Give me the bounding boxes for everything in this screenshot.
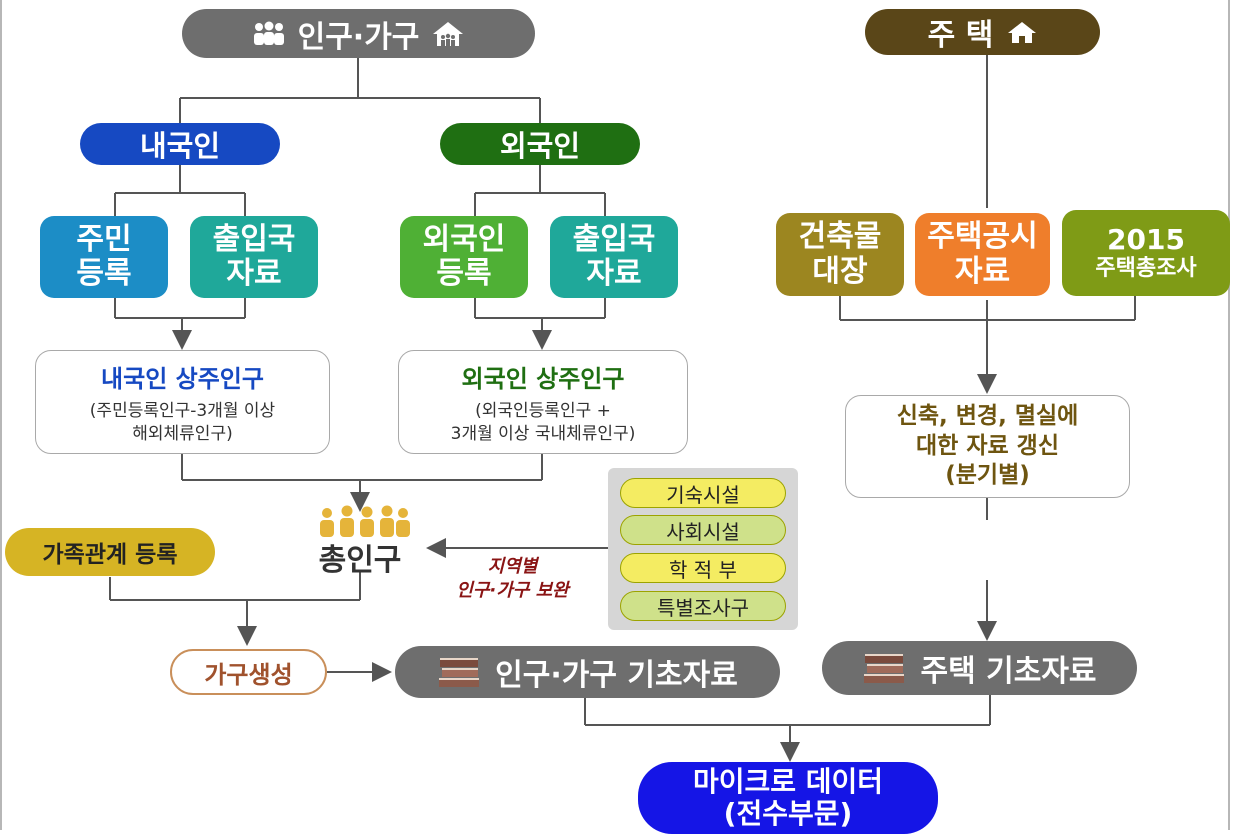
domestic-resident-title: 내국인 상주인구 xyxy=(101,365,264,394)
people-icon xyxy=(252,21,286,47)
housing-census-2015-box: 2015 주택총조사 xyxy=(1062,210,1230,296)
census-label: 주택총조사 xyxy=(1095,256,1197,282)
dormitory-item: 기숙시설 xyxy=(620,478,786,508)
foreign-resident-population: 외국인 상주인구 (외국인등록인구 + 3개월 이상 국내체류인구) xyxy=(398,350,688,454)
total-population: 총인구 xyxy=(295,505,425,578)
family-registration: 가족관계 등록 xyxy=(5,528,215,576)
books-icon xyxy=(437,654,481,690)
family-registration-text: 가족관계 등록 xyxy=(42,542,178,568)
domestic-resident-desc: (주민등록인구-3개월 이상 해외체류인구) xyxy=(89,401,276,444)
foreign-resident-title: 외국인 상주인구 xyxy=(461,365,625,394)
household-generation: 가구생성 xyxy=(170,649,327,695)
building-register-box: 건축물 대장 xyxy=(776,213,904,296)
foreign-immigration-data-box: 출입국 자료 xyxy=(550,216,678,298)
microdata-text: 마이크로 데이터 (전수부문) xyxy=(692,764,884,830)
census-year: 2015 xyxy=(1107,223,1185,257)
housing-disclosure-box: 주택공시 자료 xyxy=(915,213,1050,296)
total-population-text: 총인구 xyxy=(318,543,402,578)
crowd-icon xyxy=(307,505,417,537)
social-facility-item: 사회시설 xyxy=(620,515,786,545)
housing-basic-text: 주택 기초자료 xyxy=(920,654,1097,689)
housing-update-note: 신축, 변경, 멸실에 대한 자료 갱신 (분기별) xyxy=(845,395,1130,498)
domestic-label-text: 내국인 xyxy=(139,129,221,163)
foreign-label-text: 외국인 xyxy=(499,129,581,163)
housing-basic-data: 주택 기초자료 xyxy=(822,641,1137,695)
regional-supplement-note: 지역별 인구·가구 보완 xyxy=(456,556,569,602)
special-survey-item: 특별조사구 xyxy=(620,591,786,621)
population-basic-text: 인구·가구 기초자료 xyxy=(495,658,738,693)
population-header-label: 인구·가구 xyxy=(297,19,420,55)
domestic-resident-population: 내국인 상주인구 (주민등록인구-3개월 이상 해외체류인구) xyxy=(35,350,330,454)
population-household-header: 인구·가구 xyxy=(182,9,535,58)
foreign-resident-desc: (외국인등록인구 + 3개월 이상 국내체류인구) xyxy=(450,401,636,444)
house-icon xyxy=(1007,20,1037,44)
housing-header: 주 택 xyxy=(865,9,1100,55)
housing-update-text: 신축, 변경, 멸실에 대한 자료 갱신 (분기별) xyxy=(896,402,1079,489)
foreign-label: 외국인 xyxy=(440,123,640,165)
books-icon-housing xyxy=(862,650,906,686)
house-group-icon xyxy=(431,20,465,48)
microdata: 마이크로 데이터 (전수부문) xyxy=(638,762,938,834)
household-generation-text: 가구생성 xyxy=(204,660,293,689)
immigration-data-box: 출입국 자료 xyxy=(190,216,318,298)
resident-registration-box: 주민 등록 xyxy=(40,216,168,298)
foreigner-registration-box: 외국인 등록 xyxy=(400,216,528,298)
domestic-label: 내국인 xyxy=(80,123,280,165)
housing-header-label: 주 택 xyxy=(927,18,994,53)
school-record-item: 학 적 부 xyxy=(620,553,786,583)
population-basic-data: 인구·가구 기초자료 xyxy=(395,646,780,698)
